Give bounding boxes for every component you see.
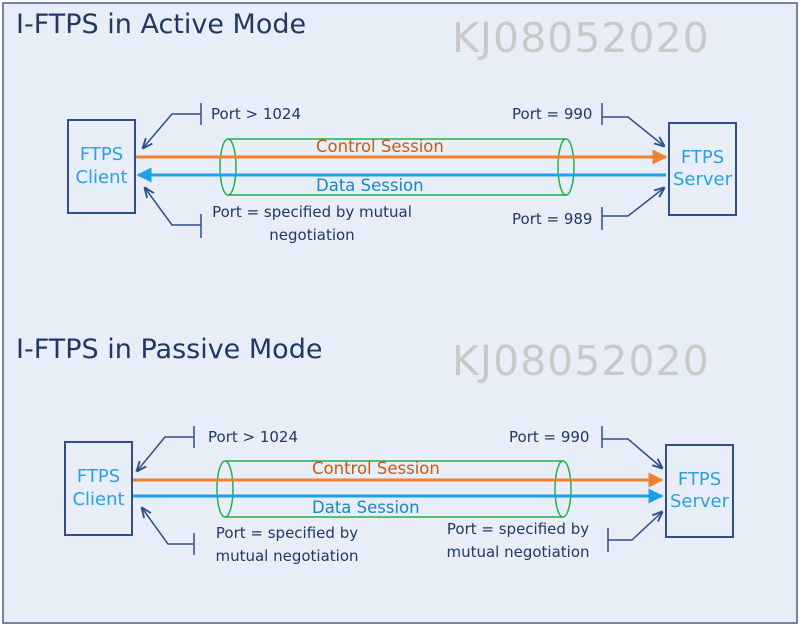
passive-watermark: KJ08052020	[452, 337, 710, 385]
active-client-label-2: Client	[75, 166, 128, 188]
passive-server-label-1: FTPS	[677, 468, 722, 490]
active-server-label-2: Server	[672, 169, 733, 190]
active-client-label-1: FTPS	[79, 144, 124, 165]
passive-client-label-2: Client	[72, 488, 125, 510]
active-watermark: KJ08052020	[452, 14, 710, 62]
active-data-session-label: Data Session	[316, 176, 424, 195]
active-control-session-label: Control Session	[316, 137, 444, 156]
active-port-callouts	[143, 103, 664, 238]
active-client-control-port: Port > 1024	[211, 105, 302, 123]
passive-client-data-port: Port = specified by mutual negotiation	[204, 522, 370, 569]
passive-session-tube	[216, 460, 572, 518]
passive-server-control-port: Port = 990	[509, 428, 590, 446]
passive-server-data-port-line2: mutual negotiation	[446, 543, 590, 562]
passive-data-session-label: Data Session	[312, 498, 420, 517]
active-server-data-port: Port = 989	[512, 210, 593, 228]
passive-mode-title: I-FTPS in Passive Mode	[16, 334, 323, 365]
passive-client-control-port: Port > 1024	[208, 428, 299, 446]
passive-mode-diagram	[132, 426, 662, 555]
active-server-control-port: Port = 990	[512, 105, 593, 123]
active-server-label-1: FTPS	[680, 146, 725, 168]
active-client-data-port: Port = specified by mutual negotiation	[206, 201, 418, 248]
passive-port-callouts	[137, 426, 662, 555]
active-mode-diagram	[136, 103, 668, 238]
passive-client-data-port-line2: mutual negotiation	[215, 547, 359, 566]
active-session-tube	[219, 138, 575, 196]
passive-server-data-port-line1: Port = specified by	[446, 520, 590, 538]
passive-control-session-label: Control Session	[312, 459, 440, 478]
passive-server-label-2: Server	[669, 491, 730, 512]
active-mode-title: I-FTPS in Active Mode	[16, 9, 307, 40]
passive-client-label-1: FTPS	[76, 466, 121, 487]
active-client-data-port-line2: negotiation	[269, 226, 355, 245]
passive-client-data-port-line1: Port = specified by	[215, 524, 359, 542]
active-client-data-port-line1: Port = specified by mutual	[212, 203, 412, 221]
passive-server-data-port: Port = specified by mutual negotiation	[434, 518, 602, 565]
